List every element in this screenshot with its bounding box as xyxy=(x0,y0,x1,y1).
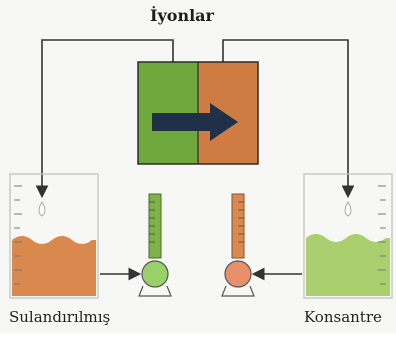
right-flask xyxy=(221,193,255,297)
left-beaker-liquid xyxy=(12,236,96,296)
right-beaker-scale xyxy=(378,185,386,285)
dilute-label: Sulandırılmış xyxy=(9,308,111,326)
right-flask-bulb xyxy=(224,260,252,288)
right-beaker xyxy=(303,173,393,299)
left-beaker xyxy=(9,173,99,299)
right-beaker-glass xyxy=(303,173,393,299)
right-drop-icon xyxy=(344,201,352,217)
left-beaker-scale xyxy=(14,185,22,285)
right-beaker-liquid xyxy=(306,234,390,296)
ion-flow-arrow xyxy=(152,103,238,141)
diagram-title: İyonlar xyxy=(150,6,214,25)
right-connector-line xyxy=(222,39,355,199)
left-flask xyxy=(138,193,172,297)
left-flask-bulb xyxy=(141,260,169,288)
left-drop-icon xyxy=(38,201,46,217)
right-flask-stand xyxy=(221,285,255,297)
left-flask-stand xyxy=(138,285,172,297)
ion-exchange-cell xyxy=(137,61,259,165)
left-connector-line xyxy=(35,39,174,199)
concentrate-label: Konsantre xyxy=(304,308,382,326)
left-beaker-glass xyxy=(9,173,99,299)
